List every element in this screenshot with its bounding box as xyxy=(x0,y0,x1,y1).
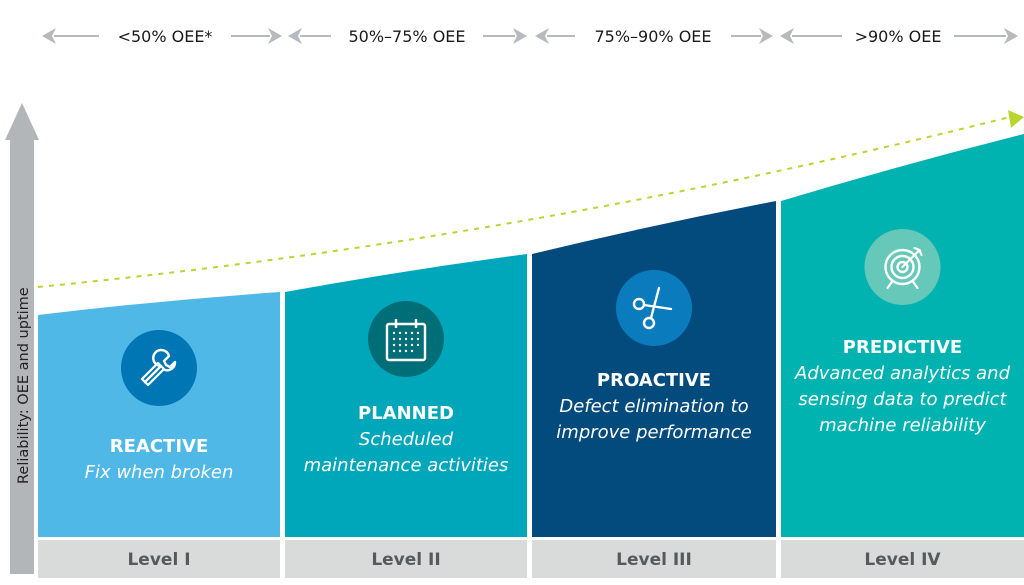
level-1: Level I xyxy=(38,540,280,578)
level-3: Level III xyxy=(532,540,776,578)
range-label: >90% OEE xyxy=(855,27,942,46)
arrow-left-icon xyxy=(535,28,549,44)
stage-proactive: PROACTIVE Defect elimination to improve pe… xyxy=(532,201,776,537)
arrow-left-icon xyxy=(288,28,302,44)
stage-description: Scheduled xyxy=(359,429,454,450)
calendar-icon xyxy=(368,301,444,377)
stage-predictive: PREDICTIVE Advanced analytics and sensing … xyxy=(781,134,1024,537)
target-icon xyxy=(864,229,941,305)
arrow-right-icon xyxy=(759,28,773,44)
trend-arrow-icon xyxy=(1008,110,1024,128)
arrow-right-icon xyxy=(268,28,282,44)
stage-description: Fix when broken xyxy=(85,462,234,483)
range-label: <50% OEE* xyxy=(118,27,213,46)
stage-description: Advanced analytics and xyxy=(794,363,1011,384)
stage-planned: PLANNED Scheduled maintenance activities xyxy=(285,254,527,537)
level-label: Level I xyxy=(127,550,190,570)
arrow-right-icon xyxy=(1004,28,1018,44)
stage-title: PLANNED xyxy=(358,403,454,424)
axis-arrow-icon xyxy=(5,103,39,574)
stage-description: maintenance activities xyxy=(304,455,509,476)
wrench-icon xyxy=(121,330,197,406)
trend-line xyxy=(37,110,1024,288)
level-footer: Level I Level II Level III Level IV xyxy=(38,540,1024,578)
range-label: 50%–75% OEE xyxy=(348,27,465,46)
stage-title: REACTIVE xyxy=(110,436,209,457)
stage-title: PREDICTIVE xyxy=(843,337,962,358)
stage-panel xyxy=(285,254,527,537)
level-label: Level IV xyxy=(864,550,941,570)
oee-range-header: <50% OEE* 50%–75% OEE 75%–90% OEE >90% OEE xyxy=(42,27,1018,46)
stage-description: Defect elimination to xyxy=(559,396,748,417)
axis-label: Reliability: OEE and uptime xyxy=(16,287,32,484)
arrow-right-icon xyxy=(513,28,527,44)
stage-description: machine reliability xyxy=(819,415,986,436)
stage-panel xyxy=(532,201,776,537)
range-3: 75%–90% OEE xyxy=(535,27,773,46)
level-label: Level II xyxy=(371,550,440,570)
arrow-left-icon xyxy=(780,28,794,44)
range-1: <50% OEE* xyxy=(42,27,282,46)
stage-description: improve performance xyxy=(556,422,751,443)
range-label: 75%–90% OEE xyxy=(594,27,711,46)
stage-description: sensing data to predict xyxy=(798,389,1007,410)
range-2: 50%–75% OEE xyxy=(288,27,527,46)
stage-panel xyxy=(781,134,1024,537)
range-4: >90% OEE xyxy=(780,27,1018,46)
level-4: Level IV xyxy=(781,540,1024,578)
scissors-icon xyxy=(616,270,692,346)
reliability-axis: Reliability: OEE and uptime xyxy=(5,103,39,574)
arrow-left-icon xyxy=(42,28,56,44)
level-2: Level II xyxy=(285,540,527,578)
stage-columns: REACTIVE Fix when broken PLANNED Scheduled m… xyxy=(38,134,1024,537)
level-label: Level III xyxy=(616,550,692,570)
stage-reactive: REACTIVE Fix when broken xyxy=(38,292,280,537)
stage-title: PROACTIVE xyxy=(597,370,711,391)
stage-panel xyxy=(38,292,280,537)
